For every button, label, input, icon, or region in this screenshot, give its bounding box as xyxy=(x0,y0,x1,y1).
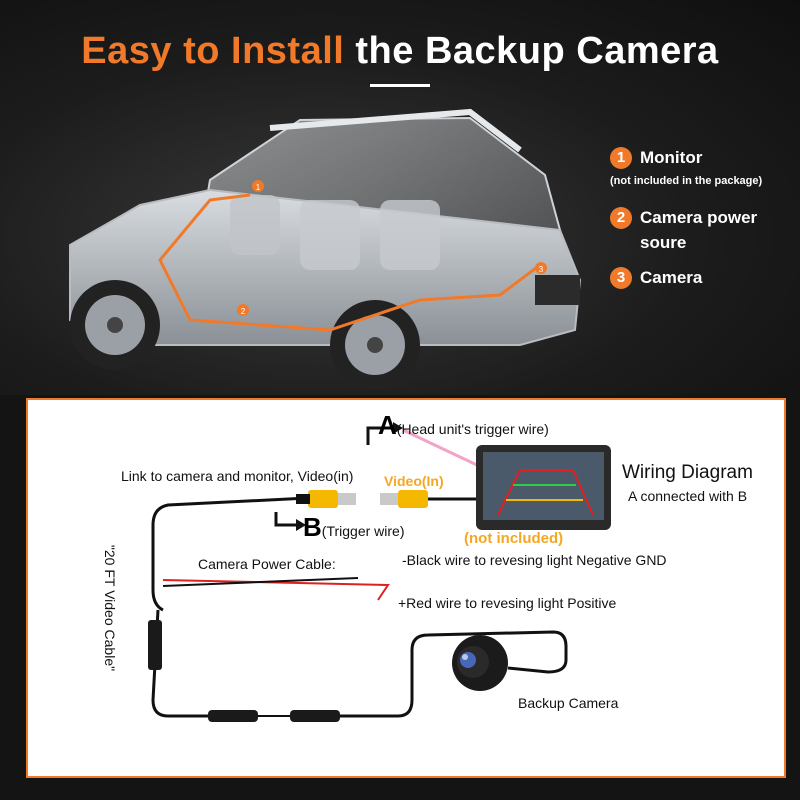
title-underline xyxy=(370,84,430,87)
car-marker-2 xyxy=(237,304,249,316)
legend-number-1: 1 xyxy=(610,147,632,169)
monitor-image xyxy=(476,445,611,530)
title-part2: the Backup Camera xyxy=(355,30,719,72)
car-marker-1 xyxy=(252,180,264,192)
legend-label-power-line2: soure xyxy=(640,233,687,252)
legend-note-monitor: (not included in the package) xyxy=(610,175,763,187)
wiring-diagram-subtitle: A connected with B xyxy=(628,488,748,504)
link-label: Link to camera and monitor, Video(in) xyxy=(121,468,354,484)
power-cable-label: Camera Power Cable: xyxy=(198,556,336,572)
wiring-drawing xyxy=(148,422,611,722)
not-included-label: (not included) xyxy=(464,530,564,547)
power-splitter xyxy=(148,620,162,670)
rca-connector-female xyxy=(380,490,476,508)
legend-label-camera: Camera xyxy=(640,268,703,287)
backup-camera-label: Backup Camera xyxy=(518,695,619,711)
letter-a: A xyxy=(378,410,397,440)
legend-number-2: 2 xyxy=(610,207,632,229)
video-in-label: Video(In) xyxy=(384,473,444,489)
label-a-text: (Head unit's trigger wire) xyxy=(396,421,549,437)
hero-section: 1 2 3 Easy to Install the Backup Camera … xyxy=(0,0,800,395)
legend-item-monitor: 1 Monitor (not included in the package) xyxy=(610,147,762,187)
label-b-text: (Trigger wire) xyxy=(321,523,405,539)
car-marker-2-label: 2 xyxy=(241,307,246,316)
backup-camera-image xyxy=(452,635,508,691)
legend-item-camera: 3 Camera xyxy=(610,267,702,289)
label-b: B(Trigger wire) xyxy=(303,512,405,543)
rca-connector-male xyxy=(296,490,356,508)
legend-number-3: 3 xyxy=(610,267,632,289)
page-title: Easy to Install the Backup Camera xyxy=(0,30,800,73)
car-marker-3-label: 3 xyxy=(539,265,544,274)
wiring-diagram-title: Wiring Diagram xyxy=(622,462,753,483)
car-illustration: 1 2 3 xyxy=(69,108,582,390)
video-cable-label: "20 FT Video Cable" xyxy=(102,544,118,672)
cable-connector-left xyxy=(208,710,258,722)
black-wire-label: -Black wire to revesing light Negative G… xyxy=(402,552,667,568)
car-marker-3 xyxy=(535,262,547,274)
cable-connector-right xyxy=(290,710,340,722)
legend-label-monitor: Monitor xyxy=(640,148,703,167)
wiring-diagram-panel: A(Head unit's trigger wire) B(Trigger wi… xyxy=(26,398,786,778)
letter-b: B xyxy=(303,512,322,542)
legend-item-power: 2 Camera power soure xyxy=(610,207,757,253)
title-part1: Easy to Install xyxy=(81,30,345,72)
label-a: A(Head unit's trigger wire) xyxy=(378,410,549,441)
car-marker-1-label: 1 xyxy=(256,183,261,192)
legend-label-power: Camera power xyxy=(640,208,758,227)
red-wire-label: +Red wire to revesing light Positive xyxy=(398,595,617,611)
